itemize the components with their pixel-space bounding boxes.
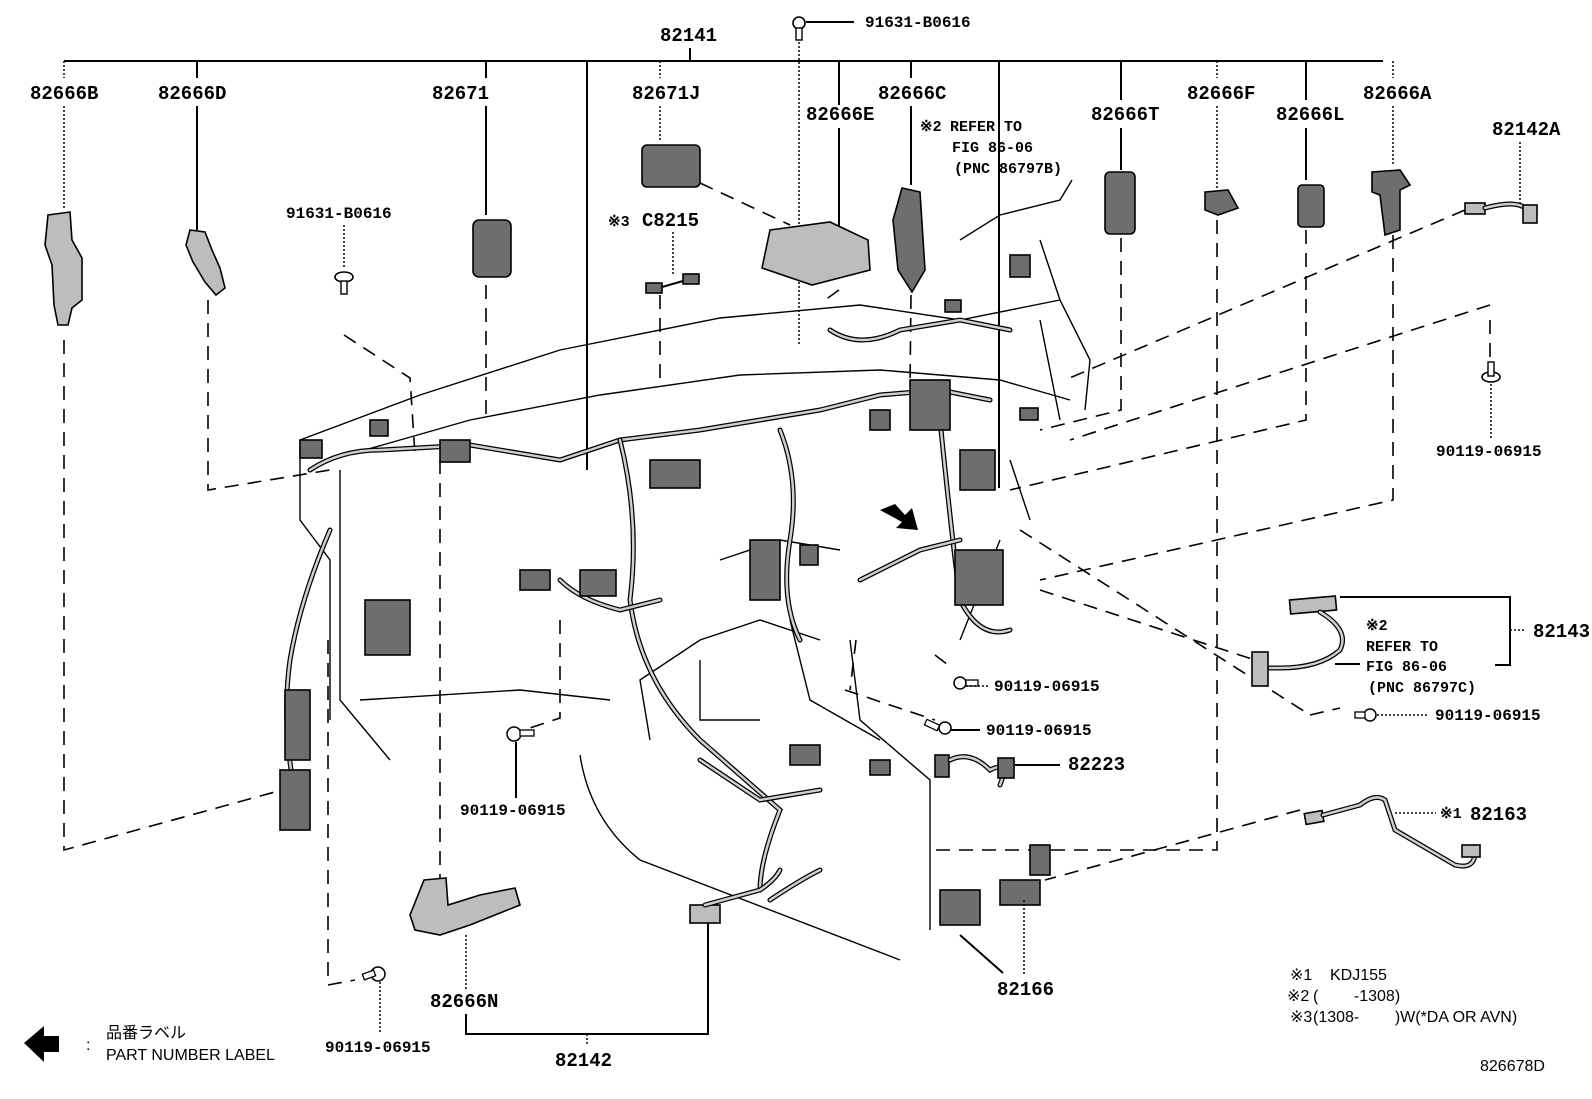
bolt-top[interactable] <box>792 16 854 345</box>
assembly-dashed-lines <box>63 182 1491 986</box>
callout-82666T: 82666T <box>1091 104 1159 126</box>
callout-82666B: 82666B <box>30 83 98 105</box>
bracket-82666N[interactable] <box>409 877 521 936</box>
callout-82142A: 82142A <box>1492 119 1561 141</box>
footnote-2-text: ( -1308) <box>1313 988 1400 1005</box>
screw-center-1[interactable] <box>953 676 990 690</box>
callout-C8215: C8215 <box>642 210 699 232</box>
relay-block-82666E[interactable] <box>761 221 871 286</box>
connector-82671J[interactable] <box>641 144 701 188</box>
harness-82223[interactable] <box>934 754 1060 788</box>
callout-82671: 82671 <box>432 83 489 105</box>
legend-colon: : <box>86 1037 90 1054</box>
footnote-3-text: (1308- )W(*DA OR AVN) <box>1313 1009 1517 1026</box>
connector-82666C[interactable] <box>892 187 926 294</box>
refer-c-line2: FIG 86-06 <box>1366 659 1447 676</box>
callout-82666N: 82666N <box>430 991 498 1013</box>
connector-82666T[interactable] <box>1104 171 1136 235</box>
fastener-label-bottom-left: 90119-06915 <box>325 1039 431 1057</box>
refer-c-line3: (PNC 86797C) <box>1368 680 1476 697</box>
note-mark-1: ※1 <box>1440 806 1462 823</box>
callout-82666A: 82666A <box>1363 83 1432 105</box>
callout-82666E: 82666E <box>806 104 874 126</box>
connector-82666L[interactable] <box>1297 184 1325 228</box>
harness-82142[interactable] <box>689 867 783 924</box>
refer-b-line3: (PNC 86797B) <box>954 161 1062 178</box>
note-mark-2-c: ※2 <box>1366 618 1388 635</box>
connector-82666F[interactable] <box>1204 189 1240 216</box>
screw-center-2[interactable] <box>923 718 980 735</box>
refer-c-line1: REFER TO <box>1366 639 1438 656</box>
callout-82141: 82141 <box>660 25 717 47</box>
connector-82666A[interactable] <box>1371 169 1412 237</box>
callout-82223: 82223 <box>1068 754 1125 776</box>
fastener-label-right-a: 90119-06915 <box>1435 707 1541 725</box>
footnote-1-mark: ※1 <box>1290 967 1312 984</box>
harness-82142A[interactable] <box>1464 201 1538 224</box>
fastener-label-center-2: 90119-06915 <box>986 722 1092 740</box>
callout-82666D: 82666D <box>158 83 226 105</box>
main-harness-82141[interactable] <box>284 317 1013 903</box>
left-arrow-icon <box>24 1026 59 1062</box>
dash-connectors <box>279 254 1051 926</box>
connector-82666D[interactable] <box>185 229 226 297</box>
drawing-code: 826678D <box>1480 1058 1545 1075</box>
note-mark-3: ※3 <box>608 214 630 231</box>
refer-b-line2: FIG 86-06 <box>952 140 1033 157</box>
screw-right-a[interactable] <box>1354 708 1428 722</box>
screw-mid-left[interactable] <box>506 726 535 798</box>
legend: : 品番ラベル PART NUMBER LABEL <box>24 1024 275 1064</box>
footnote-2-mark: ※2 <box>1287 988 1309 1005</box>
fastener-label-top: 91631-B0616 <box>865 14 971 32</box>
footnote-1-text: KDJ155 <box>1330 967 1387 984</box>
connector-82666B[interactable] <box>44 211 83 326</box>
legend-label-en: PART NUMBER LABEL <box>106 1047 275 1064</box>
screw-bottom-left[interactable] <box>361 966 386 1032</box>
callout-82166: 82166 <box>997 979 1054 1001</box>
leaders-top <box>63 106 1521 230</box>
callout-82163: 82163 <box>1470 804 1527 826</box>
bracket-82143 <box>1335 596 1525 666</box>
bolt-left[interactable] <box>334 271 354 295</box>
connector-C8215[interactable] <box>645 273 700 294</box>
connector-82671[interactable] <box>472 219 512 278</box>
footnote-3-mark: ※3 <box>1290 1009 1312 1026</box>
fastener-label-left: 91631-B0616 <box>286 205 392 223</box>
fastener-label-far-right: 90119-06915 <box>1436 443 1542 461</box>
fastener-label-mid-left: 90119-06915 <box>460 802 566 820</box>
callout-82666C: 82666C <box>878 83 946 105</box>
fastener-label-center-1: 90119-06915 <box>994 678 1100 696</box>
callout-82671J: 82671J <box>632 83 700 105</box>
note-mark-2-b: ※2 <box>920 119 942 136</box>
callout-82666L: 82666L <box>1276 104 1344 126</box>
bracket-82142 <box>465 923 709 1046</box>
callout-82142: 82142 <box>555 1050 612 1072</box>
harness-82163[interactable] <box>1303 794 1481 869</box>
harness-82143[interactable] <box>1251 595 1345 687</box>
dashboard-outline <box>299 179 1091 961</box>
bracket-82141 <box>63 48 1394 488</box>
screw-far-right[interactable] <box>1481 361 1501 438</box>
legend-label-jp: 品番ラベル <box>106 1024 186 1042</box>
refer-b-line1: REFER TO <box>950 119 1022 136</box>
callout-82143: 82143 <box>1533 621 1590 643</box>
footnotes: ※1 KDJ155 ※2 ( -1308) ※3 (1308- )W(*DA O… <box>1287 967 1545 1075</box>
callout-82666F: 82666F <box>1187 83 1255 105</box>
part-number-label-arrow-icon <box>880 504 918 530</box>
